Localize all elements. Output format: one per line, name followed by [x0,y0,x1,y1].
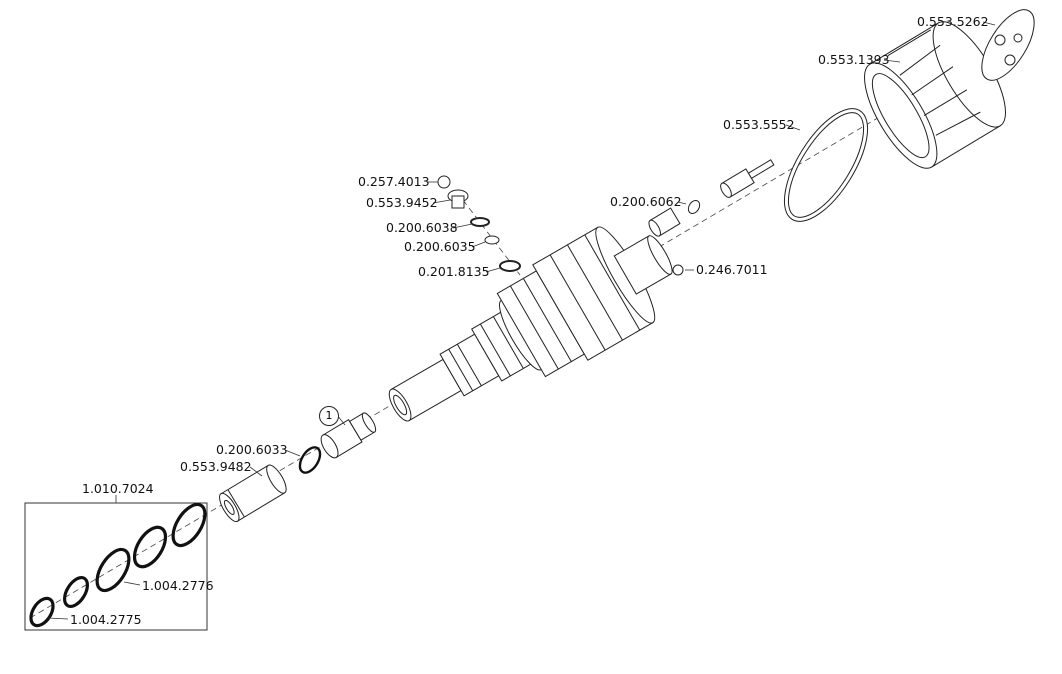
part-label-0-200-6038: 0.200.6038 [386,220,458,235]
part-label-0-553-9482: 0.553.9482 [180,459,252,474]
part-1 [320,412,377,459]
part-label-0-553-9452: 0.553.9452 [366,195,438,210]
part-label-0-200-6062: 0.200.6062 [610,194,682,209]
part-label-1-004-2776: 1.004.2776 [142,578,214,593]
main-body [388,226,673,422]
sleeve-part [219,464,287,523]
valve-axis [462,199,521,276]
part-label-0-246-7011: 0.246.7011 [696,262,768,277]
o-rings [29,502,207,628]
callout-1: 1 [319,406,339,426]
part-label-0-553-5552: 0.553.5552 [723,117,795,132]
rear-parts [648,9,1035,276]
part-label-0-201-8135: 0.201.8135 [418,264,490,279]
part-label-0-257-4013: 0.257.4013 [358,174,430,189]
part-label-0-553-1393: 0.553.1393 [818,52,890,67]
part-label-0-553-5262: 0.553.5262 [917,14,989,29]
valve-parts [437,175,521,272]
part-label-0-200-6033: 0.200.6033 [216,442,288,457]
part-label-1-004-2775: 1.004.2775 [70,612,142,627]
kit-label-1-010-7024: 1.010.7024 [82,481,154,496]
part-label-0-200-6035: 0.200.6035 [404,239,476,254]
